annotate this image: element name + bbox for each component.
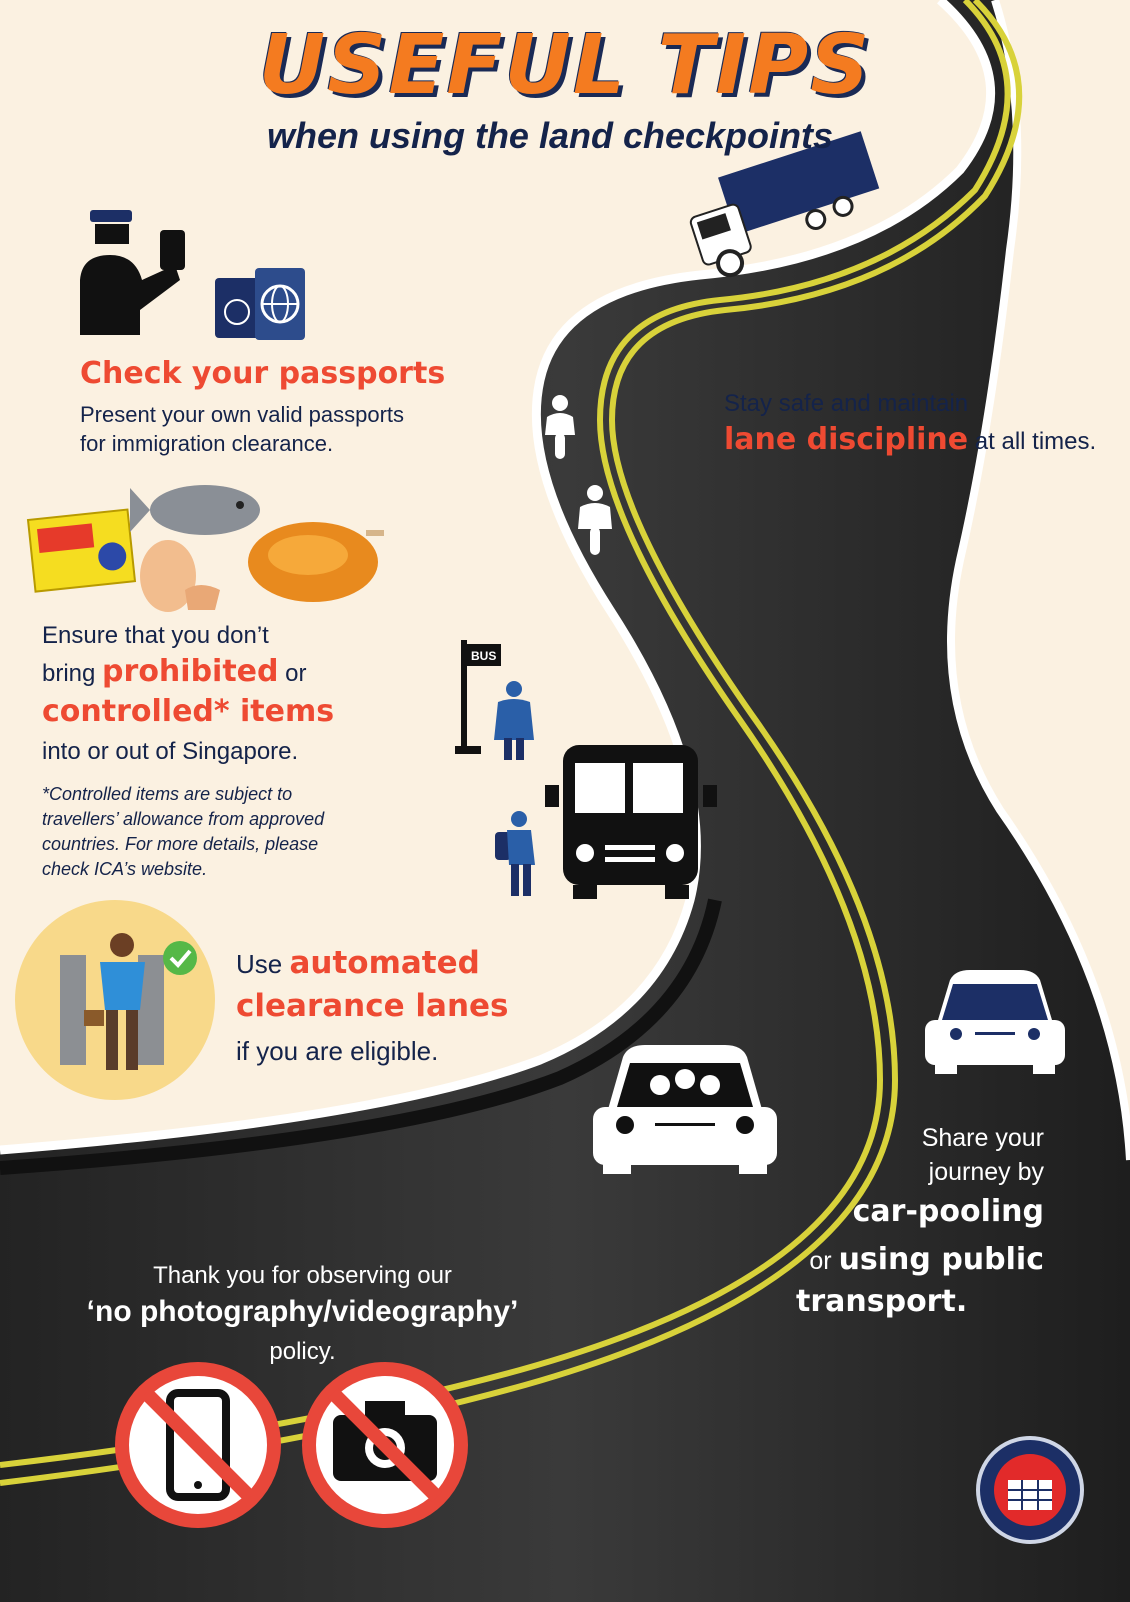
note-line: *Controlled items are subject to	[42, 784, 293, 804]
bus-sign-label: BUS	[471, 649, 496, 663]
items-bring: bring	[42, 660, 96, 687]
passport-icon	[215, 268, 305, 340]
share-line-2: journey by	[928, 1158, 1044, 1186]
controlled-items-note: *Controlled items are subject to travell…	[42, 782, 324, 882]
items-or: or	[285, 660, 307, 687]
motorcyclist-icon	[578, 485, 612, 555]
automated-highlight: automated	[289, 945, 480, 981]
transport-highlight: transport.	[796, 1284, 968, 1319]
car-icon	[925, 970, 1065, 1074]
carpool-car-icon	[593, 1045, 777, 1174]
motorcyclist-icon	[545, 395, 575, 459]
controlled-highlight: controlled* items	[42, 694, 335, 729]
ica-logo-icon	[976, 1436, 1084, 1544]
items-line-2: bring prohibited or	[42, 654, 307, 689]
bus-icon	[545, 745, 717, 899]
popper-box-icon	[26, 508, 137, 593]
passports-heading: Check your passports	[80, 356, 446, 391]
page-subtitle: when using the land checkpoints	[266, 115, 834, 156]
clearance-lanes-highlight: clearance lanes	[236, 988, 509, 1024]
truck-icon	[689, 131, 880, 278]
note-line: travellers’ allowance from approved	[42, 809, 325, 829]
photo-policy: ‘no photography/videography’	[86, 1295, 519, 1328]
lane-line-1: Stay safe and maintain	[724, 390, 969, 417]
passports-line-1: Present your own valid passports	[80, 402, 405, 427]
note-line: countries. For more details, please	[42, 834, 319, 854]
public-highlight: using public	[838, 1242, 1044, 1277]
share-line-4: or using public	[809, 1242, 1044, 1277]
automated-use: Use	[236, 949, 283, 979]
bus-stop-sign-icon: BUS	[455, 640, 501, 754]
passports-line-2: for immigration clearance.	[80, 431, 334, 456]
note-line: check ICA’s website.	[42, 859, 208, 879]
commuter-icon	[494, 681, 534, 760]
prohibited-highlight: prohibited	[102, 654, 279, 689]
carpooling-highlight: car-pooling	[852, 1194, 1044, 1229]
lane-discipline-highlight: lane discipline	[724, 422, 969, 457]
traveller-with-backpack-icon	[495, 811, 535, 896]
no-camera-icon	[302, 1362, 468, 1528]
photo-line-3: policy.	[269, 1338, 336, 1365]
lane-line-2: lane discipline at all times.	[724, 422, 1096, 457]
lane-rest: at all times.	[974, 428, 1097, 455]
no-phone-icon	[115, 1362, 281, 1528]
automated-line-1: Use automated	[236, 945, 480, 981]
photo-line-1: Thank you for observing our	[153, 1262, 452, 1289]
fish-icon	[130, 485, 260, 535]
page-title: USEFUL TIPS	[258, 18, 872, 113]
roast-chicken-icon	[248, 522, 384, 602]
share-line-1: Share your	[921, 1124, 1044, 1152]
items-line-1: Ensure that you don’t	[42, 622, 269, 649]
immigration-officer-icon	[80, 210, 185, 335]
eggs-icon	[140, 540, 220, 612]
share-or: or	[809, 1247, 832, 1275]
automated-line-3: if you are eligible.	[236, 1036, 439, 1066]
automated-clearance-icon	[15, 900, 215, 1100]
items-line-3: into or out of Singapore.	[42, 738, 299, 765]
